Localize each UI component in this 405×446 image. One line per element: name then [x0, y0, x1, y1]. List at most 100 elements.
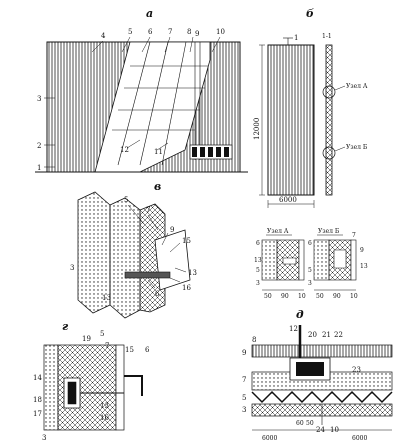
callout-v-6: 6	[155, 290, 160, 298]
callout-g-18: 18	[33, 396, 42, 404]
panel-a: а	[35, 7, 248, 173]
node-a-d10: 10	[298, 293, 306, 300]
callout-g-3: 3	[42, 434, 46, 442]
callout-g-5: 5	[100, 330, 104, 338]
callout-d-12: 12	[289, 325, 298, 333]
node-circle-a	[322, 85, 336, 99]
node-b-c7: 7	[352, 232, 356, 239]
node-circle-b	[322, 146, 336, 160]
node-a-title: Узел А	[267, 228, 289, 235]
node-b-d10: 10	[350, 293, 358, 300]
callout-a-5: 5	[128, 28, 132, 36]
callout-a-3: 3	[37, 95, 41, 103]
panel-label-v: в	[154, 180, 161, 193]
callout-d-8: 8	[252, 336, 256, 344]
callout-g-6: 6	[145, 346, 150, 354]
node-b-c3: 3	[308, 280, 312, 287]
dim-d-6000a: 6000	[262, 435, 277, 442]
callout-a-2: 2	[37, 142, 41, 150]
callout-a-8: 8	[187, 28, 191, 36]
node-label-b: Узел Б	[346, 144, 368, 151]
callout-a-11: 11	[154, 148, 163, 156]
section-label: 1-1	[322, 33, 332, 40]
node-b-title: Узел Б	[318, 228, 340, 235]
callout-g-13: 13	[100, 402, 109, 410]
callout-a-10: 10	[216, 28, 225, 36]
node-b-c6: 6	[308, 240, 312, 247]
callout-d-24: 24	[316, 426, 325, 434]
callout-d-7: 7	[242, 376, 246, 384]
callout-v-16: 16	[182, 284, 191, 292]
callout-g-17: 17	[33, 410, 42, 418]
callout-d-5: 5	[242, 394, 246, 402]
dim-width: 6000	[279, 196, 297, 204]
node-a-d50: 50	[264, 293, 272, 300]
callout-d-20: 20	[308, 331, 317, 339]
g-bracket	[124, 375, 143, 396]
callout-d-3: 3	[242, 406, 246, 414]
panel-slab-2	[109, 197, 141, 319]
node-a-d90: 90	[281, 293, 289, 300]
callout-g-14: 14	[33, 374, 42, 382]
node-b-d90: 90	[333, 293, 341, 300]
callout-d-9: 9	[242, 349, 246, 357]
panel-label-g: г	[62, 320, 69, 333]
dim-d-6000b: 6000	[352, 435, 367, 442]
node-label-a: Узел А	[346, 83, 368, 90]
callout-d-22: 22	[334, 331, 343, 339]
window-strip	[189, 144, 233, 160]
callout-v-13: 13	[188, 269, 197, 277]
panel-label-b: б	[306, 7, 314, 20]
callout-g-15: 15	[125, 346, 134, 354]
callout-a-9: 9	[195, 30, 199, 38]
callout-a-6: 6	[148, 28, 153, 36]
callout-g-19: 19	[82, 335, 91, 343]
callout-g-16: 16	[100, 414, 109, 422]
node-b-c13: 13	[360, 263, 368, 270]
callout-a-1: 1	[37, 164, 41, 172]
callout-v-9: 9	[170, 226, 174, 234]
callout-a-4: 4	[101, 32, 106, 40]
node-a-c13: 13	[254, 257, 262, 264]
panel-label-d: д	[296, 308, 304, 321]
elevation-panel	[267, 44, 315, 196]
callout-v-7: 7	[146, 206, 150, 214]
panel-g: г 19 5 7 15 6 14 18 17 3 13 16	[33, 320, 150, 442]
callout-a-12: 12	[120, 146, 129, 154]
node-a-c5: 5	[256, 267, 260, 274]
node-b-c9: 9	[360, 247, 364, 254]
section-view	[325, 44, 333, 196]
g-inner-skin	[115, 344, 125, 431]
panel-v: в 5 7 9 15 13 16 6 13 3	[70, 180, 197, 319]
panel-d: д 12 20 21 22 9 8 7 5 3 23 24 10 6000 60…	[242, 308, 393, 442]
callout-v-3: 3	[70, 264, 74, 272]
node-a-c6: 6	[256, 240, 260, 247]
section-mark: 1	[294, 34, 298, 42]
callout-v-15: 15	[182, 237, 191, 245]
node-b-d50: 50	[316, 293, 324, 300]
callout-a-7: 7	[168, 28, 172, 36]
g-outer-skin	[43, 344, 59, 431]
callout-d-21: 21	[322, 331, 331, 339]
panel-a-leaders	[44, 36, 221, 168]
dim-d-60: 60	[296, 420, 304, 427]
callout-d-23: 23	[352, 366, 361, 374]
node-b-detail: Узел Б 6 7 5 9 3 13 50 90 10	[308, 228, 368, 300]
dim-d-50: 50	[306, 420, 314, 427]
node-a-detail: Узел А 6 13 5 3 50 90 10	[254, 228, 306, 300]
callout-v-5: 5	[124, 196, 128, 204]
d-corrugated-deck	[251, 390, 393, 404]
callout-v-13b: 13	[102, 294, 111, 302]
node-b-c5: 5	[308, 267, 312, 274]
callout-d-10: 10	[330, 426, 339, 434]
node-a-c3: 3	[256, 280, 260, 287]
joint-detail	[139, 203, 166, 313]
d-top-panel	[251, 344, 393, 358]
callout-g-7: 7	[105, 342, 109, 350]
dim-height: 12000	[253, 118, 261, 140]
panel-label-a: а	[146, 7, 153, 20]
anchor-bar	[124, 271, 171, 279]
panel-v-leaders	[127, 204, 187, 289]
panel-b: б 1 1-1 Узел А Узел Б 12000 6000	[253, 7, 368, 208]
